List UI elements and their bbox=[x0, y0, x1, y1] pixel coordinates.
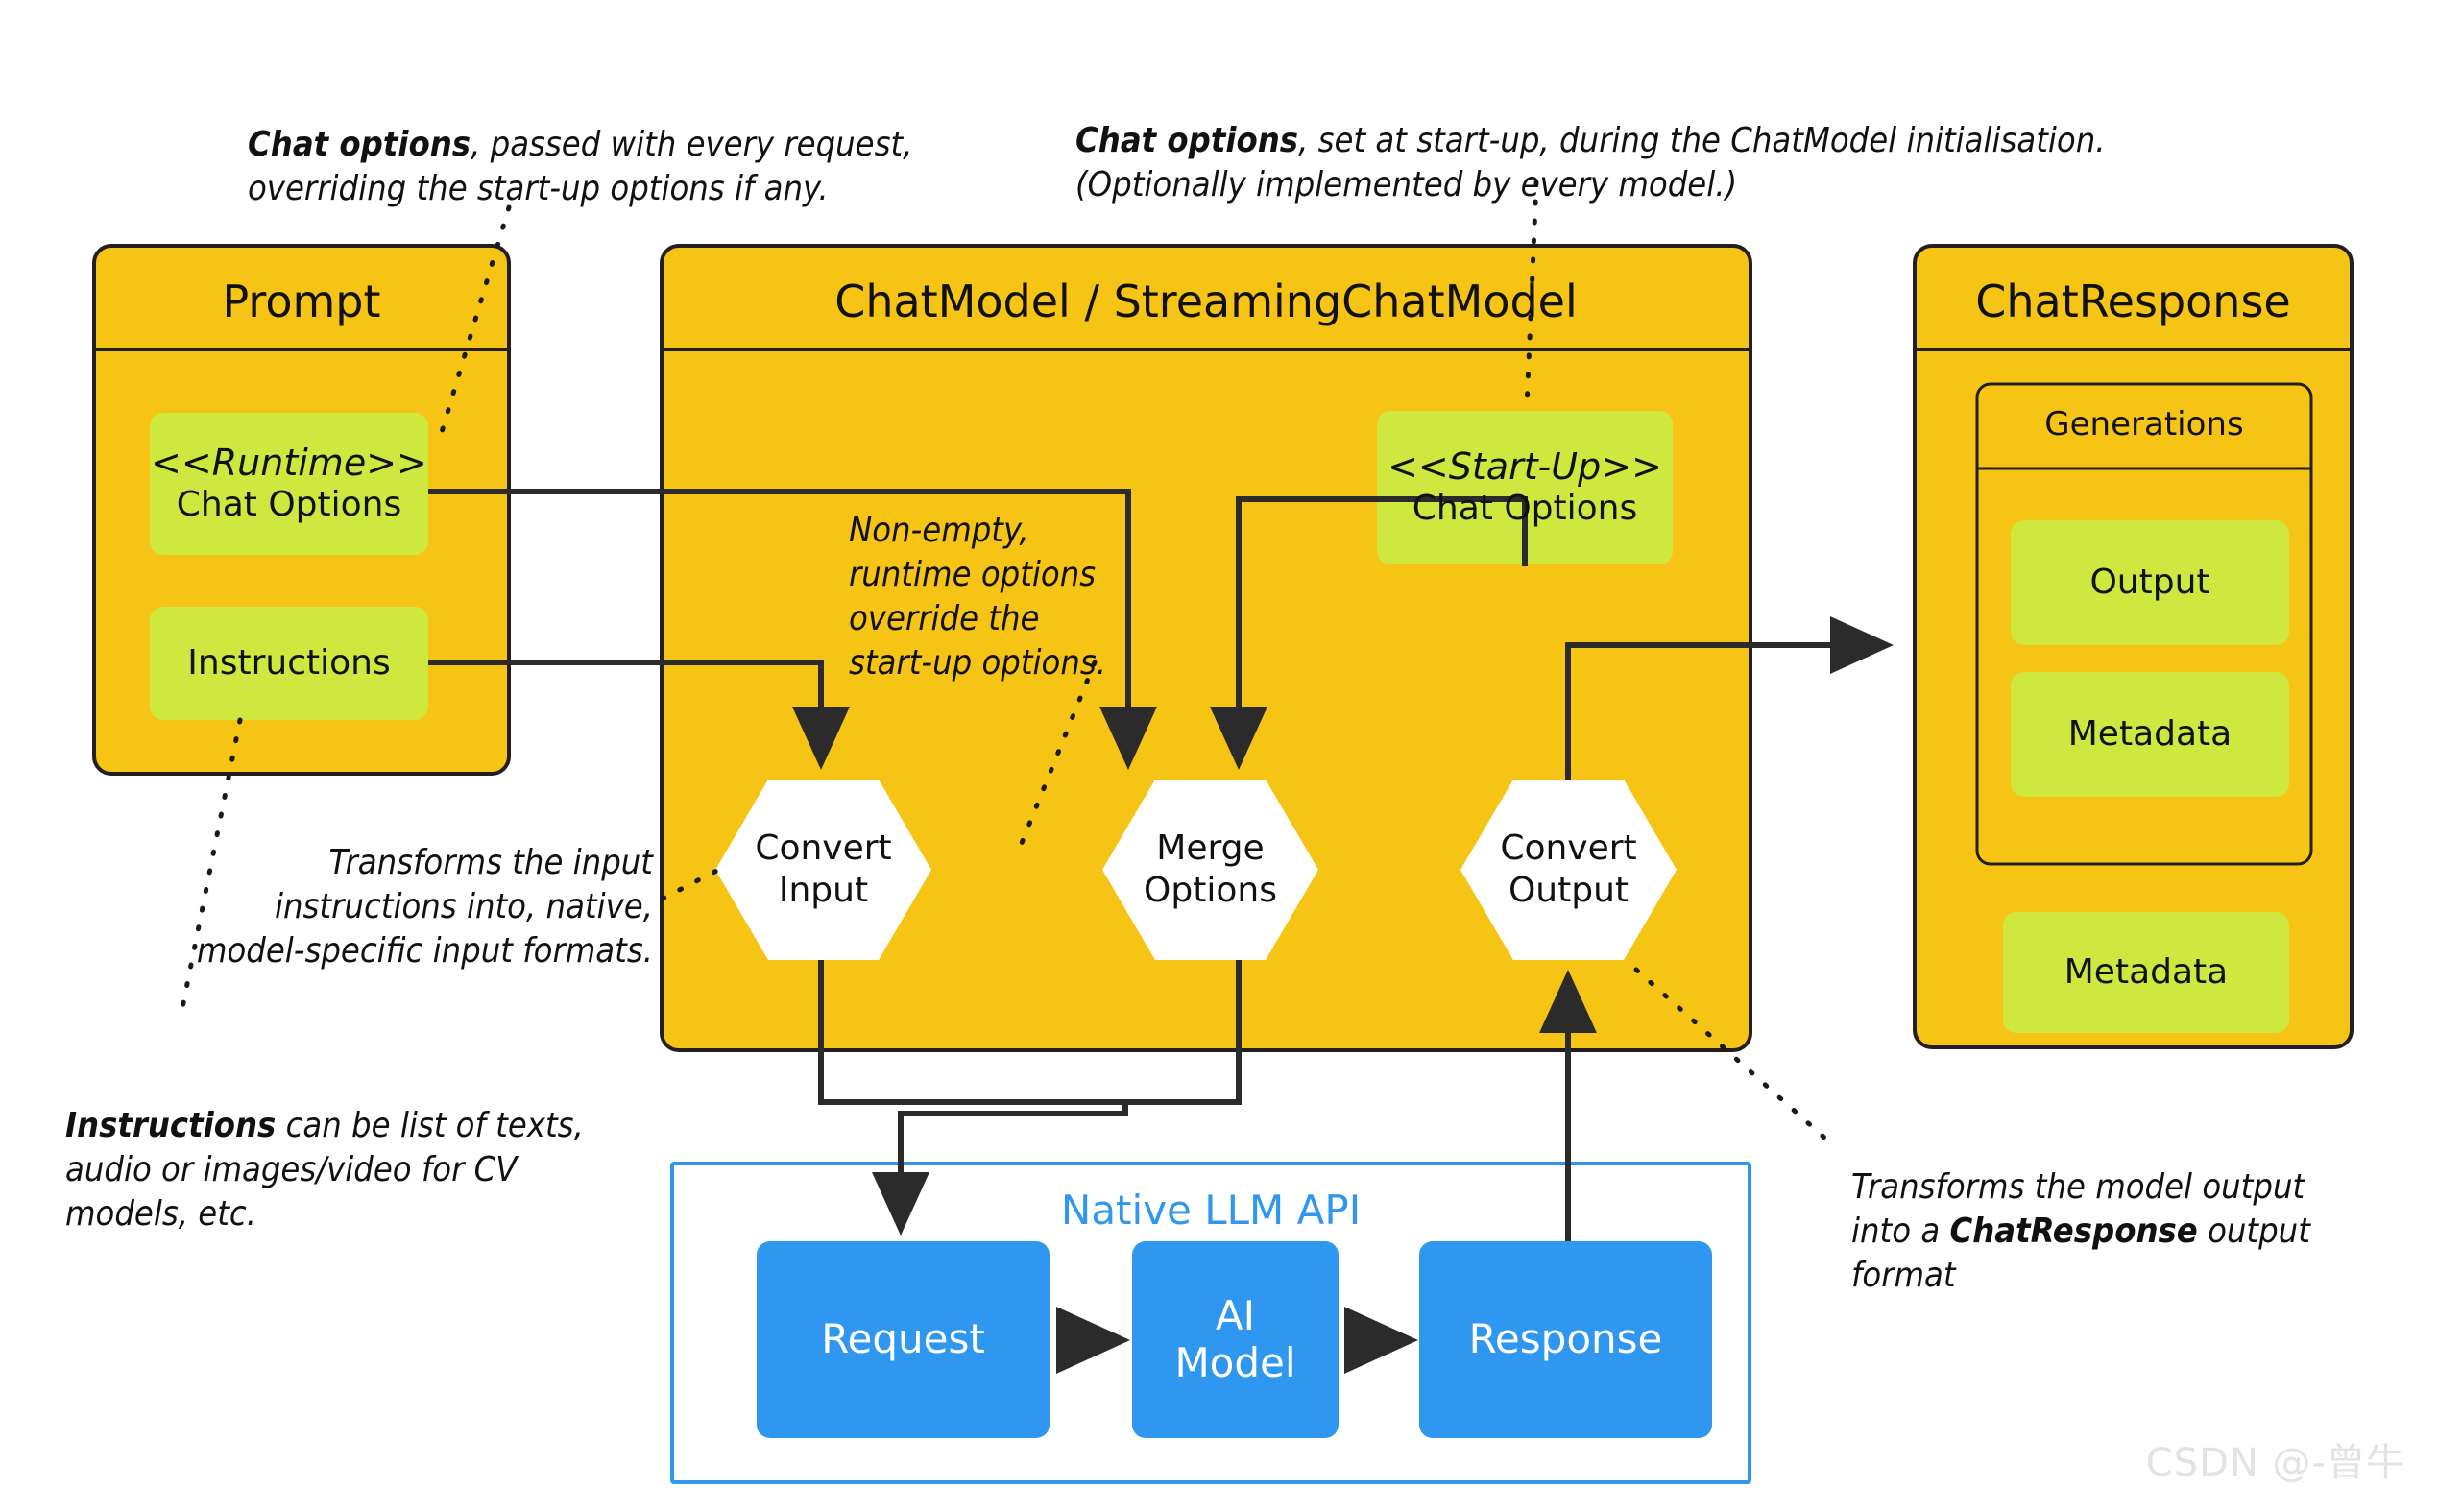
annotation-instructions-rest: can be list of texts, audio or images/vi… bbox=[65, 1106, 584, 1235]
annotation-merge-options: Non-empty, runtime options override the … bbox=[849, 511, 1107, 684]
annotation-instructions: Instructions can be list of texts, audio… bbox=[65, 1060, 641, 1236]
prompt-chip-runtime-chat-options bbox=[150, 413, 428, 555]
chatmodel-chip-startup-chat-options bbox=[1377, 411, 1673, 564]
connectors bbox=[428, 489, 1894, 1241]
generations-chip-metadata-label: Metadata bbox=[2067, 713, 2233, 754]
chatresponse-chip-metadata bbox=[2003, 912, 2289, 1033]
chatmodel-chip-startup-text: Chat Options bbox=[1412, 489, 1638, 529]
hexagon-convert-output bbox=[1460, 780, 1677, 960]
annotation-convert-output-post: output format bbox=[1851, 1212, 2310, 1296]
generations-chip-output-label: Output bbox=[2089, 562, 2210, 602]
annotation-runtime-bold: Chat options bbox=[248, 125, 471, 165]
api-node-ai-model-label: AI Model bbox=[1174, 1292, 1296, 1386]
generations-chip-metadata bbox=[2011, 672, 2289, 797]
hexagon-merge-options bbox=[1102, 780, 1318, 960]
chatresponse-chip-metadata-label: Metadata bbox=[2064, 951, 2229, 992]
annotation-convert-output: Transforms the model output into a ChatR… bbox=[1851, 1121, 2389, 1298]
prompt-chip-runtime-stereotype: <<Runtime>> bbox=[151, 442, 427, 485]
chatmodel-title: ChatModel / StreamingChatModel bbox=[834, 276, 1578, 327]
annotation-startup-rest: , set at start-up, during the ChatModel … bbox=[1075, 121, 2106, 205]
chatresponse-title: ChatResponse bbox=[1975, 276, 2291, 327]
hexagon-merge-options-label: Merge Options bbox=[1144, 828, 1277, 910]
prompt-chip-instructions-label: Instructions bbox=[187, 642, 391, 683]
annotation-runtime-chat-options: Chat options, passed with every request,… bbox=[248, 79, 920, 211]
api-node-ai-model bbox=[1132, 1241, 1339, 1438]
chatmodel-chip-startup-stereotype: <<Start-Up>> bbox=[1388, 445, 1662, 489]
generations-container bbox=[1975, 382, 2313, 866]
annotation-convert-output-pre: Transforms the model output into a bbox=[1851, 1167, 2305, 1252]
leader-convert-output bbox=[1633, 967, 1827, 1140]
annotation-convert-input: Transforms the input instructions into, … bbox=[196, 843, 653, 972]
leader-lines bbox=[180, 180, 1827, 1140]
api-node-response bbox=[1419, 1241, 1712, 1438]
api-node-request-label: Request bbox=[821, 1315, 985, 1363]
api-node-response-label: Response bbox=[1468, 1315, 1663, 1363]
native-llm-api-title: Native LLM API bbox=[1060, 1186, 1362, 1234]
prompt-title: Prompt bbox=[222, 276, 381, 327]
generations-title: Generations bbox=[2044, 405, 2244, 444]
annotation-instructions-bold: Instructions bbox=[65, 1106, 277, 1146]
prompt-chip-runtime-text: Chat Options bbox=[176, 485, 402, 525]
hexagon-convert-input-label: Convert Input bbox=[755, 828, 892, 910]
chatmodel-chip-startup-label: <<Start-Up>> Chat Options bbox=[1377, 411, 1673, 564]
leader-merge-note bbox=[1015, 660, 1098, 855]
leader-convert-input bbox=[660, 861, 733, 901]
annotation-convert-output-bold: ChatResponse bbox=[1949, 1212, 2198, 1252]
prompt-chip-instructions bbox=[150, 607, 428, 720]
api-node-request bbox=[757, 1241, 1050, 1438]
annotation-runtime-rest: , passed with every request, overriding … bbox=[248, 125, 913, 209]
leader-startup bbox=[1524, 180, 1539, 410]
hexagon-convert-output-label: Convert Output bbox=[1500, 828, 1637, 910]
prompt-chip-runtime-label: <<Runtime>> Chat Options bbox=[150, 413, 428, 555]
hexagon-convert-input bbox=[715, 780, 931, 960]
watermark: CSDN @-曾牛 bbox=[2145, 1441, 2405, 1485]
chatresponse-container bbox=[1913, 244, 2354, 1049]
annotation-startup-chat-options: Chat options, set at start-up, during th… bbox=[1075, 75, 2151, 207]
native-llm-api-container bbox=[670, 1162, 1751, 1484]
prompt-container bbox=[92, 244, 511, 776]
annotation-startup-bold: Chat options bbox=[1075, 121, 1299, 161]
leader-runtime bbox=[439, 204, 512, 435]
generations-chip-output bbox=[2011, 520, 2289, 645]
